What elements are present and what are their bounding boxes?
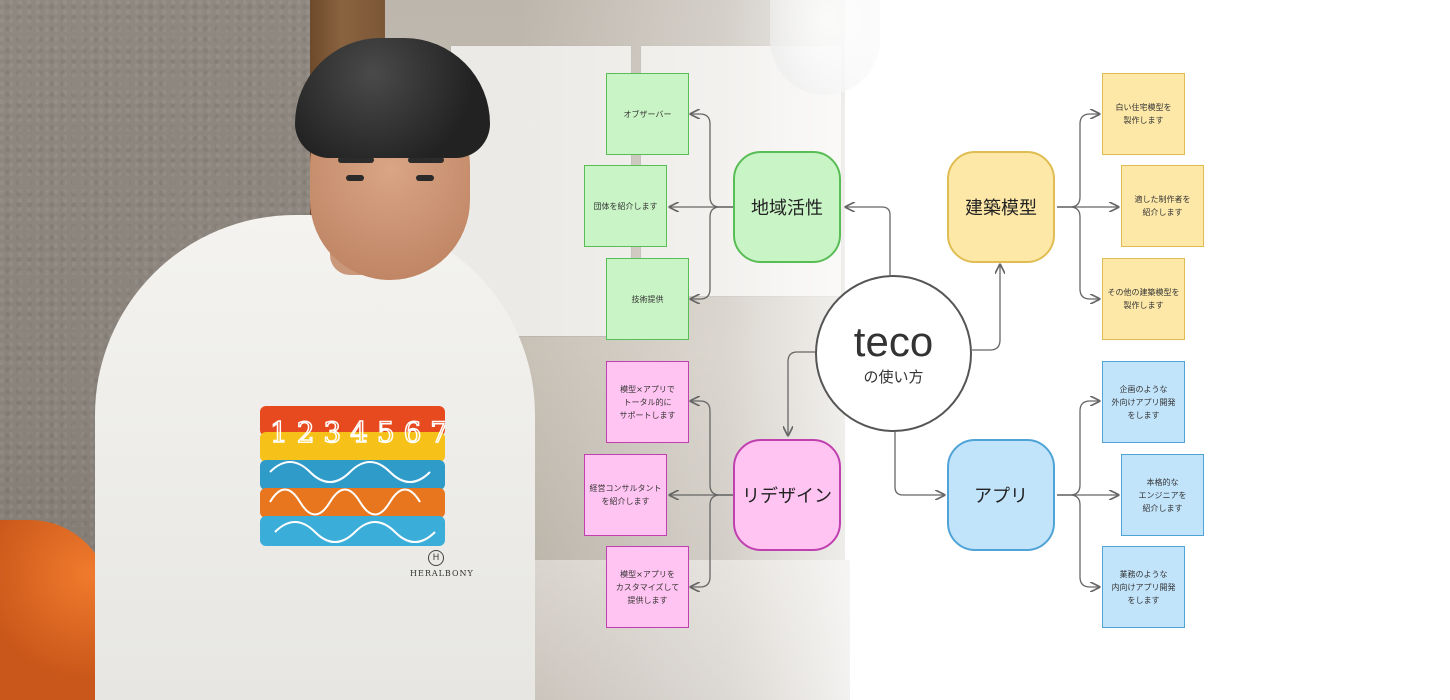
arrow-to-model <box>972 265 1000 351</box>
note-redesign-3: 模型×アプリを カスタマイズして 提供します <box>606 546 689 628</box>
branch-model: 建築模型 <box>947 151 1055 263</box>
arrow-app-3 <box>1057 494 1099 587</box>
arrow-model-1 <box>1057 114 1099 208</box>
branch-redesign: リデザイン <box>733 439 841 551</box>
note-redesign-2: 経営コンサルタント を紹介します <box>584 454 667 536</box>
note-community-3: 技術提供 <box>606 258 689 340</box>
brand-logo-icon: H <box>428 550 444 566</box>
print-band <box>260 460 445 490</box>
shirt-print-text: 1 2 3 4 5 6 7 8 9 10 11 12 13 <box>270 416 445 449</box>
note-redesign-1: 模型×アプリで トータル的に サポートします <box>606 361 689 443</box>
note-app-2: 本格的な エンジニアを 紹介します <box>1121 454 1204 536</box>
note-app-3: 業務のような 内向けアプリ開発 をします <box>1102 546 1185 628</box>
shirt-print: 1 2 3 4 5 6 7 8 9 10 11 12 13 <box>260 402 445 552</box>
eye <box>416 175 434 181</box>
arrow-app-1 <box>1057 401 1099 496</box>
hair <box>295 38 490 158</box>
arrow-redesign-1 <box>691 401 733 496</box>
brand-logo-text: HERALBONY <box>410 569 474 578</box>
note-model-2: 適した制作者を 紹介します <box>1121 165 1204 247</box>
center-node: teco の使い方 <box>815 275 972 432</box>
branch-community: 地域活性 <box>733 151 841 263</box>
center-subtitle: の使い方 <box>863 368 924 386</box>
arrow-community-1 <box>691 114 733 208</box>
note-community-2: 団体を紹介します <box>584 165 667 247</box>
arrow-to-redesign <box>788 351 815 435</box>
eyebrow <box>338 157 374 163</box>
arrow-to-app <box>894 432 944 495</box>
eye <box>346 175 364 181</box>
note-community-1: オブザーバー <box>606 73 689 155</box>
arrow-to-community <box>846 207 891 275</box>
arrow-redesign-3 <box>691 494 733 587</box>
arrow-community-3 <box>691 206 733 299</box>
shirt-handwriting: 1 2 3 4 5 6 7 8 9 10 11 12 13 <box>269 415 445 543</box>
eyebrow <box>408 157 444 163</box>
note-app-1: 企画のような 外向けアプリ開発 をします <box>1102 361 1185 443</box>
note-model-3: その他の建築模型を 製作します <box>1102 258 1185 340</box>
branch-app: アプリ <box>947 439 1055 551</box>
center-title: teco <box>853 318 934 365</box>
print-band <box>260 406 445 436</box>
arrow-model-3 <box>1057 206 1099 299</box>
note-model-1: 白い住宅模型を 製作します <box>1102 73 1185 155</box>
print-band <box>260 432 445 462</box>
orange-chair <box>0 520 110 700</box>
